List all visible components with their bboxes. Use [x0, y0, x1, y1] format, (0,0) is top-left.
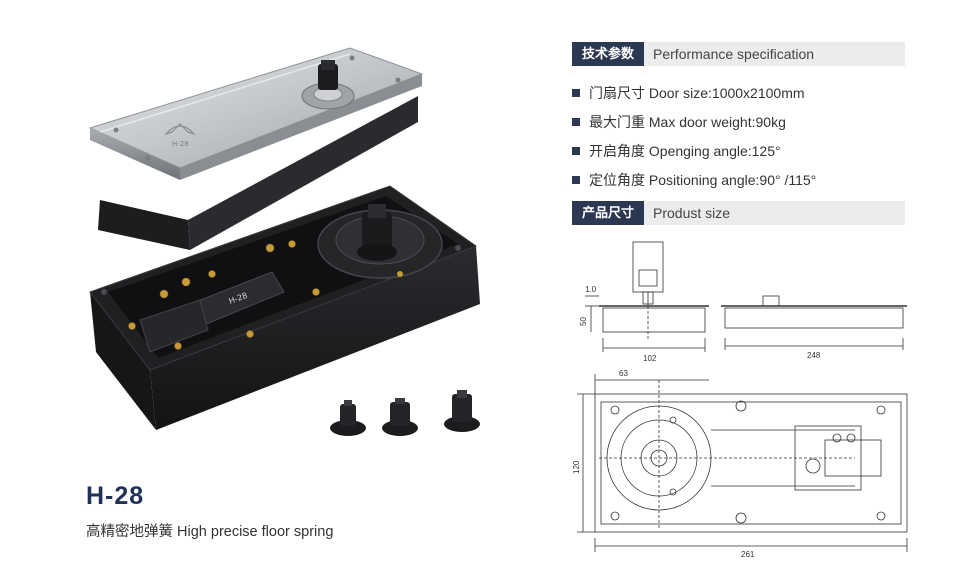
- performance-spec-tag: 技术参数: [572, 42, 645, 66]
- front-view-drawing: 1.0 50 102: [579, 241, 709, 363]
- bullet-icon: [572, 146, 580, 155]
- dim-spindle-offset: 63: [619, 369, 628, 378]
- product-size-header: 产品尺寸 Produst size: [572, 201, 905, 225]
- product-photo: H-28 H-28: [88, 47, 480, 436]
- brand-logo: H-28: [164, 123, 196, 148]
- product-size-caption: Produst size: [644, 201, 905, 225]
- side-view-drawing: 248: [721, 295, 907, 360]
- dim-height: 50: [579, 317, 588, 326]
- spec-item-max-weight: 最大门重 Max door weight:90kg: [572, 107, 816, 136]
- dim-body-width: 120: [572, 460, 581, 474]
- dim-width: 102: [643, 354, 657, 363]
- spare-spindle-1: [330, 400, 366, 436]
- cover-plate: H-28: [88, 47, 424, 250]
- spring-body: H-28: [89, 185, 480, 430]
- product-size-tag: 产品尺寸: [572, 201, 645, 225]
- performance-spec-header: 技术参数 Performance specification: [572, 42, 905, 66]
- bullet-icon: [572, 88, 580, 97]
- technical-drawings: 1.0 50 102 248 63 120: [572, 241, 908, 559]
- top-view-drawing: 63 120 261: [572, 369, 908, 559]
- spec-item-door-size: 门扇尺寸 Door size:1000x2100mm: [572, 78, 816, 107]
- product-subtitle: 高精密地弹簧 High precise floor spring: [86, 524, 334, 540]
- dim-length: 248: [807, 351, 821, 360]
- performance-spec-caption: Performance specification: [644, 42, 905, 66]
- spare-spindle-3: [444, 390, 480, 432]
- spec-item-opening-angle: 开启角度 Openging angle:125°: [572, 136, 816, 165]
- bullet-icon: [572, 175, 580, 184]
- dim-overall-length: 261: [741, 550, 755, 559]
- dim-cover-thickness: 1.0: [585, 285, 597, 294]
- spare-spindle-2: [382, 398, 418, 436]
- spec-item-positioning-angle: 定位角度 Positioning angle:90° /115°: [572, 165, 816, 194]
- model-number: H-28: [86, 482, 145, 510]
- bullet-icon: [572, 117, 580, 126]
- spec-list: 门扇尺寸 Door size:1000x2100mm 最大门重 Max door…: [572, 78, 816, 194]
- lid-engraving-text: H-28: [172, 140, 189, 148]
